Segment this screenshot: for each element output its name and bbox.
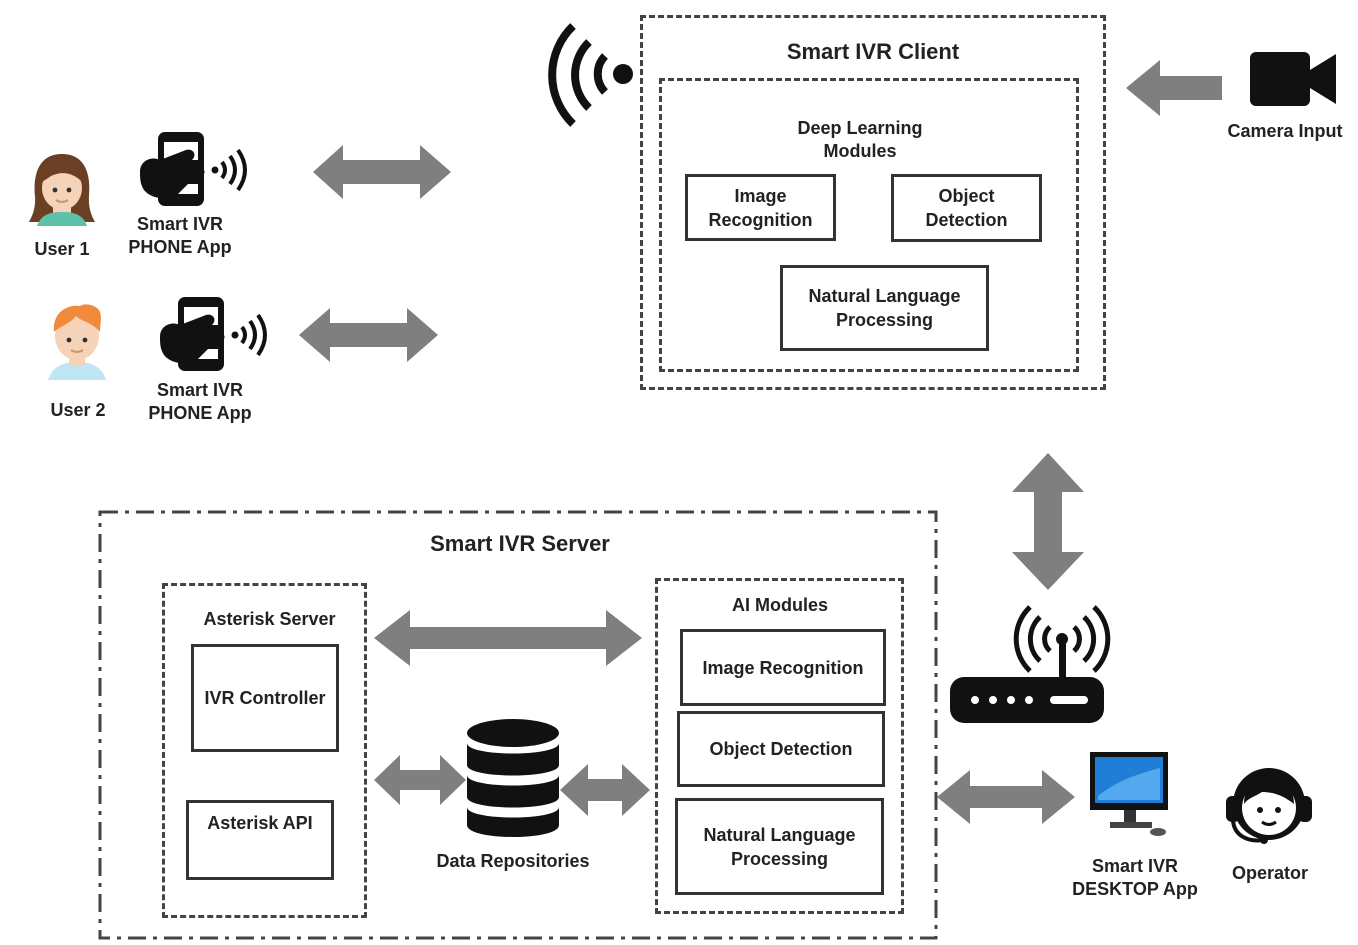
arrow-data-ai [560,764,650,816]
desktop-app-label: Smart IVR DESKTOP App [1072,856,1198,899]
client-title: Smart IVR Client [786,39,960,64]
operator-label: Operator [1231,863,1309,883]
camera-label: Camera Input [1227,121,1343,141]
arrow-user2-client [299,308,438,362]
arrow-server-desktop [937,770,1075,824]
asterisk-server-title: Asterisk Server [203,609,336,629]
user2-avatar-icon [48,304,106,380]
operator-headset-icon [1226,768,1312,844]
user1-label: User 1 [34,239,90,259]
arrow-user1-client [313,145,451,199]
client-outer-frame [640,15,1106,390]
ai-image-recognition-box: Image Recognition [680,629,886,706]
arrow-camera-client [1126,60,1222,116]
user1-avatar-icon [29,154,95,226]
client-nlp-box: Natural Language Processing [780,265,989,351]
camera-icon [1250,52,1336,106]
user2-label: User 2 [50,400,106,420]
server-title: Smart IVR Server [430,531,610,556]
phone2-icon [160,297,267,371]
wireless-signal-icon [548,23,633,127]
ai-modules-title: AI Modules [731,595,828,615]
data-repositories-label: Data Repositories [436,851,590,871]
ivr-controller-box: IVR Controller [191,644,339,752]
desktop-computer-icon [1090,752,1168,836]
ai-nlp-box: Natural Language Processing [675,798,884,895]
deep-learning-frame [659,78,1079,372]
phone1-icon [140,132,247,206]
asterisk-api-box: Asterisk API [186,800,334,880]
ai-object-detection-box: Object Detection [677,711,885,787]
server-outer-frame [98,510,938,940]
client-object-detection-box: Object Detection [891,174,1042,242]
arrow-asterisk-ai [374,610,642,666]
arrow-client-router [1012,453,1084,590]
ai-modules-frame [655,578,904,914]
database-icon [467,719,559,837]
arrow-asterisk-data [374,755,466,805]
router-icon [950,605,1111,723]
phone2-app-label: Smart IVR PHONE App [148,380,252,423]
asterisk-server-frame [162,583,367,918]
client-image-recognition-box: Image Recognition [685,174,836,241]
deep-learning-title: Deep Learning Modules [797,118,923,161]
phone1-app-label: Smart IVR PHONE App [128,214,232,257]
